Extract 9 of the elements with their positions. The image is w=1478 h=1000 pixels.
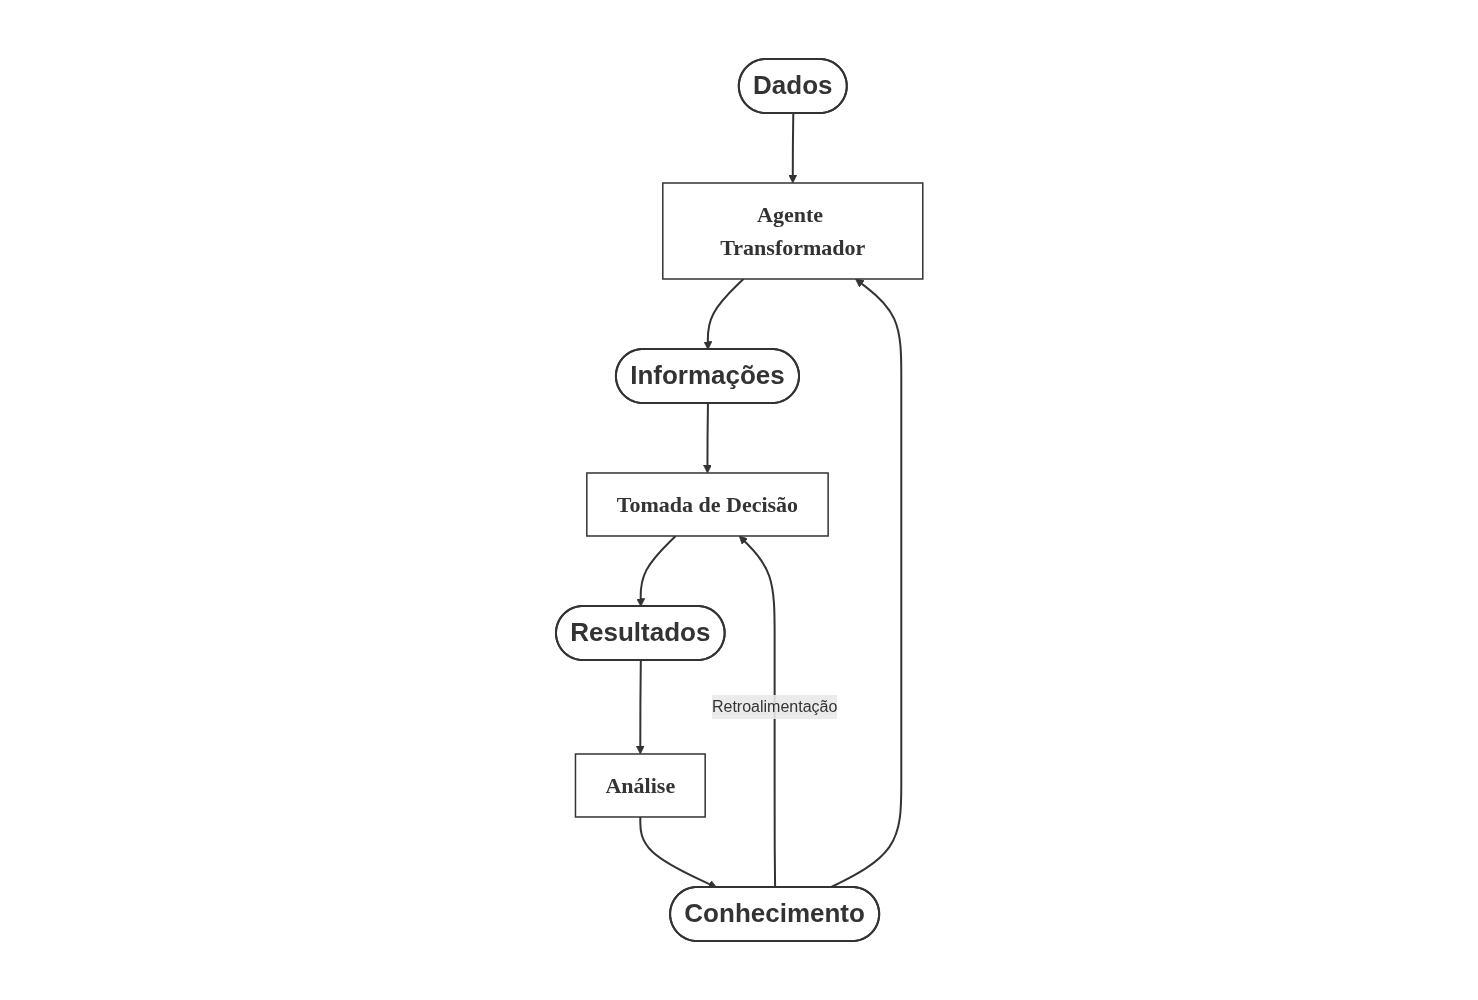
arrow bbox=[702, 402, 712, 474]
arrow bbox=[703, 278, 745, 350]
arrow bbox=[635, 659, 645, 755]
node-box: Análise bbox=[574, 753, 706, 818]
arrow bbox=[788, 112, 797, 184]
node-box: Tomada de Decisão bbox=[585, 472, 829, 537]
arrow bbox=[635, 535, 677, 607]
edge-label: Retroalimentação bbox=[711, 697, 837, 715]
node-box: Agente Transformador bbox=[661, 182, 924, 280]
